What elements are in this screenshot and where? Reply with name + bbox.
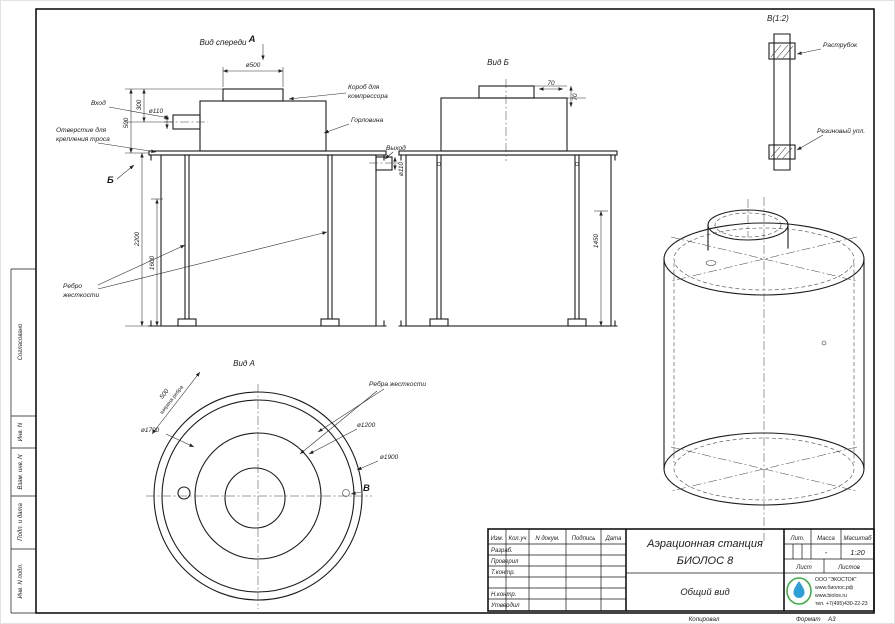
dim-d1700: ø1700 — [141, 427, 160, 434]
label-hole-2: крепления троса — [56, 136, 110, 143]
company-site-en: www.biolos.ru — [815, 593, 847, 599]
front-view: Вид спереди А ø500 — [56, 34, 406, 327]
format-label: Формат — [796, 616, 821, 623]
label-socket: Раструбок — [823, 41, 858, 49]
doc-title-line2: БИОЛОС 8 — [677, 555, 734, 567]
top-view-title: Вид А — [233, 359, 255, 368]
dim-500: 500 — [123, 117, 130, 128]
side-strip: Согласовано Инв. N Взам. инв. N Подп. и … — [18, 323, 24, 598]
tb-col-ndokum: N докум. — [535, 536, 559, 542]
dim-70-b: 70 — [572, 93, 579, 101]
label-outlet: Выход — [386, 144, 406, 152]
strip-label-inv-podl: Инв. N подл. — [18, 563, 24, 598]
dim-d110-inlet: ø110 — [149, 108, 164, 115]
copied-label: Копировал — [689, 616, 720, 623]
detail-view-title: В(1:2) — [767, 14, 789, 23]
tb-mass-value: - — [825, 548, 828, 557]
tb-row-utverdil: Утвердил — [490, 603, 520, 609]
tb-sheets-label: Листов — [837, 565, 860, 571]
label-hole-1: Отверстие для — [56, 126, 107, 134]
dim-1600: 1600 — [149, 255, 156, 270]
side-neck-cap — [478, 85, 535, 99]
bottom-captions: Копировал Формат А3 — [689, 616, 837, 623]
side-view-title: Вид Б — [487, 58, 509, 67]
front-view-title: Вид спереди — [200, 38, 248, 47]
tb-col-koluch: Кол.уч — [509, 536, 527, 542]
tb-lit-label: Лит. — [789, 536, 804, 542]
tb-row-razrab: Разраб. — [491, 548, 513, 554]
tb-col-data: Дата — [605, 536, 622, 542]
strip-label-soglasovano: Согласовано — [18, 323, 24, 360]
label-rib-1: Ребро — [63, 282, 82, 290]
biolos-logo-icon — [786, 577, 812, 605]
strip-label-podp-data: Подп. и дата — [18, 503, 24, 541]
tb-col-izm: Изм. — [491, 536, 504, 542]
dim-1450: 1450 — [593, 233, 600, 248]
tb-sheet-label: Лист — [795, 565, 811, 571]
dim-2200: 2200 — [134, 231, 141, 247]
strip-label-vzam-inv: Взам. инв. N — [18, 454, 24, 490]
dim-d1900: ø1900 — [380, 454, 399, 461]
label-ribs: Ребра жесткости — [369, 380, 426, 388]
label-box-1: Короб для — [348, 83, 380, 91]
side-view: Вид Б 70 70 1450 — [398, 58, 618, 327]
tb-row-tkontr: Т.контр. — [491, 570, 515, 576]
sheet-frame — [10, 8, 875, 614]
format-value: А3 — [827, 616, 836, 623]
top-view: Вид А 500 ширина ребра Ребра жесткости ø… — [141, 359, 426, 609]
tb-mass-label: Масса — [817, 536, 835, 542]
tb-row-proveril: Проверил — [491, 559, 519, 565]
side-compressor-box — [440, 97, 568, 152]
company-phone: тел. +7(495)430-22-23 — [815, 601, 868, 607]
front-top-flange — [148, 150, 387, 156]
tb-scale-value: 1:20 — [850, 548, 865, 557]
dim-d110-outlet: ø110 — [398, 162, 405, 177]
dim-70-a: 70 — [547, 80, 555, 87]
company-site-ru: www.биолос.рф — [815, 585, 854, 591]
front-compressor-box — [199, 100, 327, 152]
detail-view: В(1:2) Раструбок Резиновый упл. — [767, 14, 865, 171]
front-tank-body — [160, 154, 377, 327]
dim-d1200: ø1200 — [357, 422, 376, 429]
front-outlet-pipe — [375, 156, 393, 171]
front-neck-cap — [222, 88, 284, 102]
doc-type: Общий вид — [680, 587, 730, 598]
title-block: Изм. Кол.уч N докум. Подпись Дата Разраб… — [487, 528, 875, 612]
label-inlet: Вход — [91, 99, 106, 107]
top-neck-circle — [224, 467, 286, 529]
tb-scale-label: Масштаб — [843, 536, 872, 542]
section-a-letter: А — [248, 34, 256, 45]
tb-col-podpis: Подпись — [572, 536, 596, 542]
strip-label-inv-n: Инв. N — [18, 422, 24, 441]
company-name: ООО "ЭКОСТОК" — [815, 577, 857, 583]
side-top-flange — [398, 150, 618, 156]
label-neck: Горловина — [351, 117, 384, 124]
doc-title-line1: Аэрационная станция — [646, 538, 763, 550]
tb-row-nkontr: Н.контр. — [491, 592, 516, 598]
detail-rubber-seal — [768, 144, 796, 160]
label-rib-2: жесткости — [62, 292, 99, 299]
top-pipe-hole — [177, 486, 191, 500]
label-rubber: Резиновый упл. — [817, 127, 865, 135]
detail-v-letter: В — [363, 483, 370, 494]
dim-d500: ø500 — [246, 62, 261, 69]
iso-view — [663, 197, 865, 541]
view-b-letter: Б — [107, 175, 114, 186]
label-box-2: компрессора — [348, 93, 388, 100]
dim-300: 300 — [136, 99, 143, 110]
detail-socket-collar — [768, 42, 796, 60]
